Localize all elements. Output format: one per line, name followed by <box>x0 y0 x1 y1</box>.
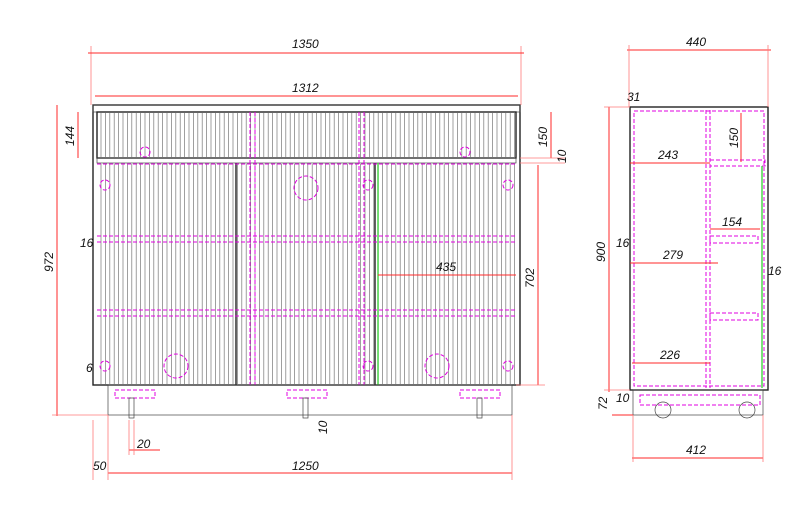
hinge-icon <box>99 360 111 372</box>
hinge-icon <box>362 179 374 191</box>
dim-inner-width: 1312 <box>292 81 319 95</box>
side-view: 440 31 900 150 243 154 16 279 16 226 72 … <box>594 35 782 462</box>
top-board <box>92 104 521 113</box>
dim-middle-depth: 279 <box>662 248 683 262</box>
dim-drawer-height-left: 144 <box>63 126 77 146</box>
caster-wheel-icon <box>654 401 672 419</box>
knob-icon <box>293 175 319 201</box>
foot <box>476 397 483 419</box>
cabinet-outline <box>92 104 521 386</box>
dim-base-inset: 50 <box>93 459 107 473</box>
dim-front-offset: 31 <box>627 90 640 104</box>
hinge-icon <box>502 360 514 372</box>
dim-base-width: 1250 <box>292 459 319 473</box>
dim-drawer-depth: 150 <box>727 128 741 148</box>
dim-base-depth: 412 <box>686 443 706 457</box>
dim-shelf-depth: 154 <box>722 215 742 229</box>
dim-base-gap: 10 <box>616 391 630 405</box>
dim-panel-thickness: 16 <box>80 236 94 250</box>
front-view: 1350 1312 972 144 150 10 702 16 6 435 20… <box>42 37 569 480</box>
handle-icon <box>139 146 151 158</box>
dim-hinge-offset: 6 <box>86 361 93 375</box>
dim-overall-width: 1350 <box>292 37 319 51</box>
dim-door-width: 435 <box>436 260 456 274</box>
dim-left-panel: 16 <box>616 236 630 250</box>
hinge-icon <box>502 179 514 191</box>
dim-body-height: 900 <box>594 242 608 262</box>
dim-overall-depth: 440 <box>686 35 706 49</box>
foot <box>128 397 135 419</box>
dim-overall-height: 972 <box>42 252 56 272</box>
side-plinth <box>632 389 764 416</box>
front-slats <box>100 113 515 384</box>
dim-base-height: 72 <box>596 396 610 410</box>
dim-top-depth: 243 <box>657 148 678 162</box>
dim-divider-gap: 10 <box>555 149 569 163</box>
knob-icon <box>424 353 450 379</box>
dim-right-panel: 16 <box>768 264 782 278</box>
dim-foot-gap: 10 <box>316 420 330 434</box>
hinge-icon <box>99 179 111 191</box>
dim-bottom-depth: 226 <box>659 348 680 362</box>
foot <box>302 397 309 419</box>
dim-drawer-height-right: 150 <box>536 127 550 147</box>
dim-foot-width: 20 <box>136 437 151 451</box>
caster-wheel-icon <box>738 401 756 419</box>
plinth <box>107 384 513 416</box>
side-outline <box>629 106 769 391</box>
handle-icon <box>459 146 471 158</box>
knob-icon <box>163 353 189 379</box>
hinge-icon <box>362 360 374 372</box>
dim-door-height: 702 <box>523 268 537 288</box>
rail <box>96 157 517 164</box>
